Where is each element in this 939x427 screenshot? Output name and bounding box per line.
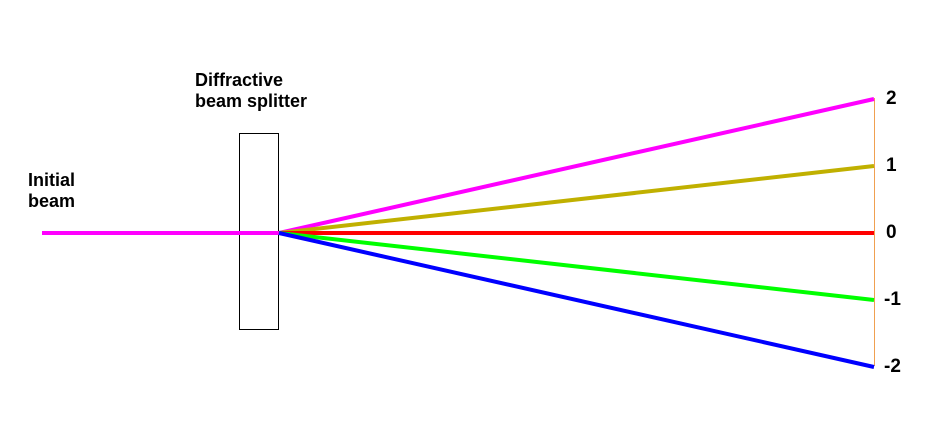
diffracted-beam-order-2 xyxy=(278,97,875,235)
diffracted-beam-order--1 xyxy=(278,231,875,302)
diffracted-beam-order-1 xyxy=(278,164,875,235)
diffracted-beam-order--2 xyxy=(278,231,875,369)
order-label: -2 xyxy=(884,356,901,377)
splitter-label: Diffractive beam splitter xyxy=(195,70,307,112)
initial-beam-label-line1: Initial xyxy=(28,170,76,190)
splitter-label-line2: beam splitter xyxy=(195,91,308,111)
order-label: -1 xyxy=(884,289,901,310)
order-label: 0 xyxy=(886,222,897,243)
order-label: 1 xyxy=(886,155,897,176)
splitter-label-line1: Diffractive xyxy=(195,70,284,90)
initial-beam-label-line2: beam xyxy=(28,191,76,211)
order-label: 2 xyxy=(886,88,897,109)
initial-beam-label: Initial beam xyxy=(28,170,75,212)
